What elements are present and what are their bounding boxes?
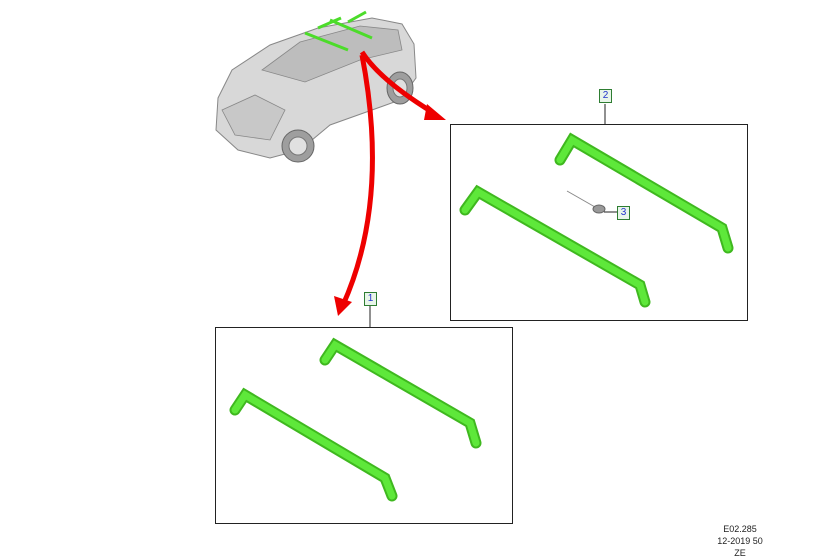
arrowhead-icon: [334, 296, 352, 316]
arrow-to-box-1: [340, 54, 375, 307]
reference-date: 12-2019 50: [717, 536, 763, 546]
vehicle-illustration: [215, 10, 417, 163]
vehicle-roof-rack: [304, 10, 373, 52]
callout-1: 1: [364, 292, 377, 306]
red-arrows: [340, 50, 434, 307]
reference-market: ZE: [734, 548, 746, 558]
arrowhead-icon: [424, 104, 446, 120]
bolt-part-3: [566, 190, 617, 214]
callout-2: 2: [599, 89, 612, 103]
callout-3: 3: [617, 206, 630, 220]
detail-box-2: [450, 124, 748, 321]
detail-box-1: [215, 327, 513, 524]
reference-code: E02.285: [723, 524, 757, 534]
roof-rack-crossbars-box-2: [459, 132, 734, 308]
arrow-to-box-2: [359, 50, 434, 115]
roof-rack-crossbars-box-1: [229, 337, 482, 502]
reference-block: E02.285 12-2019 50 ZE: [700, 523, 780, 559]
